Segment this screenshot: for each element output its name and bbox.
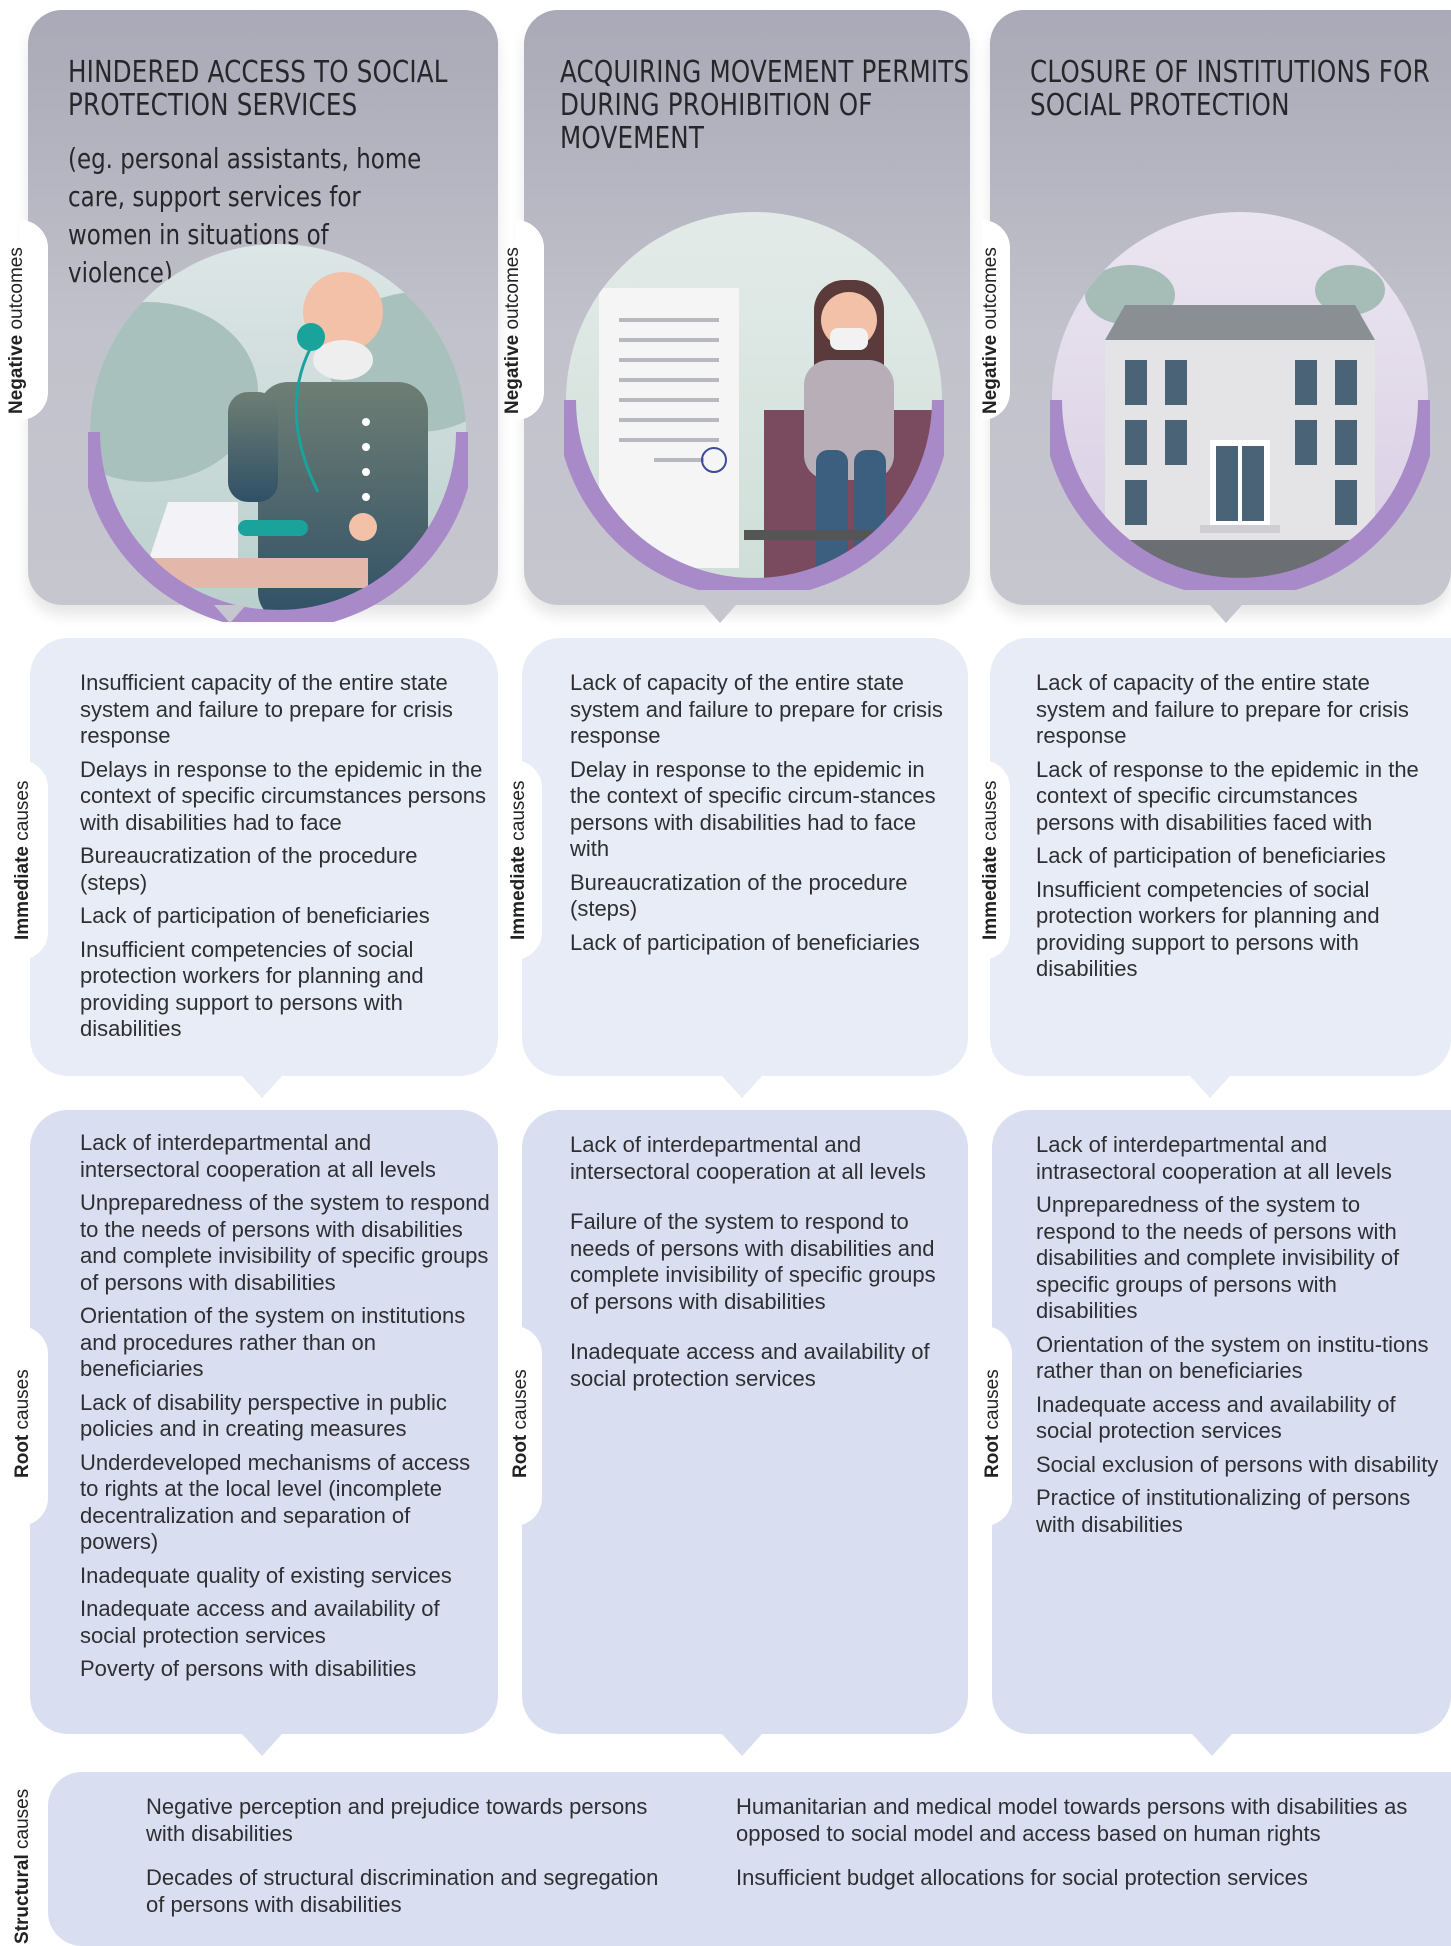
list-item: Lack of participation of beneficiaries <box>570 929 920 955</box>
list-item: Poverty of persons with disabilities <box>80 1656 417 1681</box>
outcome-card-1: HINDERED ACCESS TO SOCIAL PROTECTION SER… <box>28 10 498 623</box>
list-item: Lack of capacity of the entire state sys… <box>1036 670 1409 748</box>
list-item: Humanitarian and medical model towards p… <box>736 1794 1408 1846</box>
woman-in-wheelchair-illustration <box>564 210 944 590</box>
outcome-title-3: CLOSURE OF INSTITUTIONS FOR SOCIAL PROTE… <box>1030 55 1430 123</box>
list-item: Failure of the system to respond to need… <box>570 1209 936 1314</box>
list-item: Inadequate access and availability of so… <box>570 1339 930 1391</box>
root-causes-box-3: Lack of interdepartmental and intrasecto… <box>992 1110 1451 1756</box>
list-item: Bureaucratization of the procedure (step… <box>80 843 418 895</box>
list-item: Delay in response to the epidemic in the… <box>570 756 936 862</box>
list-item: Lack of interdepartmental and intersecto… <box>80 1130 436 1182</box>
immediate-causes-box-2: Lack of capacity of the entire state sys… <box>522 638 968 1098</box>
list-item: Orientation of the system on institution… <box>80 1303 466 1381</box>
list-item: Lack of capacity of the entire state sys… <box>570 670 943 748</box>
list-item: Orientation of the system on institu-tio… <box>1036 1331 1429 1384</box>
immediate-causes-label-2: Immediate causes <box>508 780 529 940</box>
list-item: Lack of interdepartmental and intrasecto… <box>1036 1132 1392 1184</box>
root-causes-label-3: Root causes <box>982 1369 1003 1478</box>
list-item: Inadequate access and availability of so… <box>80 1596 440 1648</box>
root-causes-list-1: Lack of interdepartmental and intersecto… <box>80 1130 490 1690</box>
list-item: Lack of participation of beneficiaries <box>1036 843 1386 868</box>
immediate-causes-box-3: Lack of capacity of the entire state sys… <box>990 638 1451 1098</box>
root-causes-box-2: Lack of interdepartmental and intersecto… <box>522 1110 968 1756</box>
list-item: Insufficient budget allocations for soci… <box>736 1865 1308 1890</box>
list-item: Social exclusion of persons with disabil… <box>1036 1451 1439 1477</box>
outcome-card-2: ACQUIRING MOVEMENT PERMITS DURING PROHIB… <box>524 10 970 623</box>
list-item: Inadequate access and availability of so… <box>1036 1391 1396 1444</box>
list-item: Lack of interdepartmental and intersecto… <box>570 1132 926 1184</box>
list-item: Insufficient capacity of the entire stat… <box>80 670 453 748</box>
outcome-title-2: ACQUIRING MOVEMENT PERMITS DURING PROHIB… <box>560 55 970 156</box>
outcome-subtitle-1: (eg. personal assistants, home care, sup… <box>68 142 422 289</box>
immediate-causes-label-1: Immediate causes <box>12 780 33 940</box>
negative-outcomes-label-2: Negative outcomes <box>502 247 523 414</box>
list-item: Unpreparedness of the system to respond … <box>1036 1192 1400 1323</box>
immediate-causes-box-1: Insufficient capacity of the entire stat… <box>30 638 498 1098</box>
structural-causes-label: Structural causes <box>12 1788 33 1944</box>
list-item: Lack of participation of beneficiaries <box>80 903 430 928</box>
root-causes-label-1: Root causes <box>12 1369 33 1478</box>
list-item: Inadequate quality of existing services <box>80 1562 452 1588</box>
list-item: Insufficient competencies of social prot… <box>1036 876 1380 982</box>
immediate-causes-list-1: Insufficient capacity of the entire stat… <box>80 670 490 1050</box>
closed-building-illustration <box>1050 210 1430 590</box>
outcome-card-3: CLOSURE OF INSTITUTIONS FOR SOCIAL PROTE… <box>990 10 1451 623</box>
immediate-causes-list-3: Lack of capacity of the entire state sys… <box>1036 670 1441 990</box>
list-item: Negative perception and prejudice toward… <box>146 1794 648 1846</box>
negative-outcomes-label-3: Negative outcomes <box>980 247 1001 414</box>
list-item: Underdeveloped mechanisms of access to r… <box>80 1449 471 1555</box>
list-item: Decades of structural discrimination and… <box>146 1865 659 1917</box>
root-causes-label-2: Root causes <box>510 1369 531 1478</box>
structural-causes-right: Humanitarian and medical model towards p… <box>736 1794 1436 1899</box>
list-item: Unpreparedness of the system to respond … <box>80 1190 490 1295</box>
root-causes-list-2: Lack of interdepartmental and intersecto… <box>570 1132 955 1416</box>
list-item: Bureaucratization of the procedure (step… <box>570 869 908 922</box>
structural-causes-box: Negative perception and prejudice toward… <box>48 1772 1451 1946</box>
list-item: Lack of response to the epidemic in the … <box>1036 756 1419 835</box>
immediate-causes-list-2: Lack of capacity of the entire state sys… <box>570 670 955 963</box>
negative-outcomes-label-1: Negative outcomes <box>6 247 27 414</box>
elderly-man-on-phone-illustration <box>88 242 468 622</box>
root-causes-box-1: Lack of interdepartmental and intersecto… <box>30 1110 498 1756</box>
outcome-title-1: HINDERED ACCESS TO SOCIAL PROTECTION SER… <box>68 55 448 123</box>
list-item: Delays in response to the epidemic in th… <box>80 756 486 835</box>
list-item: Insufficient competencies of social prot… <box>80 936 424 1042</box>
root-causes-list-3: Lack of interdepartmental and intrasecto… <box>1036 1132 1441 1545</box>
list-item: Practice of institutionalizing of person… <box>1036 1485 1411 1537</box>
list-item: Lack of disability perspective in public… <box>80 1389 447 1442</box>
structural-causes-left: Negative perception and prejudice toward… <box>146 1794 666 1925</box>
immediate-causes-label-3: Immediate causes <box>980 780 1001 940</box>
